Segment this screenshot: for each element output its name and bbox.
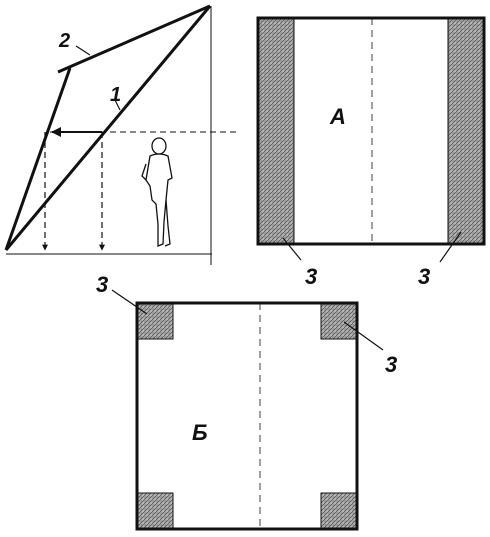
callout-1-leader	[114, 99, 121, 111]
callout-2-label: 2	[58, 30, 70, 52]
plan-b: Б 3 3	[96, 272, 397, 531]
plan-a-callout-3-right: 3	[418, 264, 430, 289]
callout-1-label: 1	[110, 84, 121, 106]
plan-a-hatch-left	[258, 18, 294, 244]
plan-b-callout-3-left-leader	[111, 289, 148, 315]
plan-b-hatch-top-right	[320, 302, 358, 340]
person-silhouette-icon	[141, 137, 173, 247]
plan-a: А 3 3	[256, 16, 486, 289]
plan-b-hatch-bottom-right	[320, 492, 358, 530]
plan-a-callout-3-left-leader	[282, 237, 302, 261]
plan-a-callout-3-right-leader	[439, 231, 462, 263]
plan-a-callout-3-left: 3	[305, 264, 317, 289]
plan-b-hatch-top-left	[136, 302, 174, 340]
side-view: 2 1	[4, 4, 240, 265]
plan-b-callout-3-right-leader	[343, 321, 384, 351]
plan-a-label: А	[329, 104, 346, 129]
plan-b-hatch-bottom-left	[136, 492, 174, 530]
callout-2-leader	[75, 45, 91, 56]
plan-b-outline	[135, 301, 359, 531]
left-edge	[4, 67, 72, 251]
plan-a-hatch-right	[448, 18, 484, 244]
plan-a-outline	[256, 16, 486, 246]
line-1	[4, 5, 212, 251]
line-2	[57, 4, 211, 74]
plan-b-label: Б	[192, 420, 208, 445]
plan-b-callout-3-right: 3	[385, 352, 397, 377]
plan-b-callout-3-left: 3	[96, 272, 108, 297]
